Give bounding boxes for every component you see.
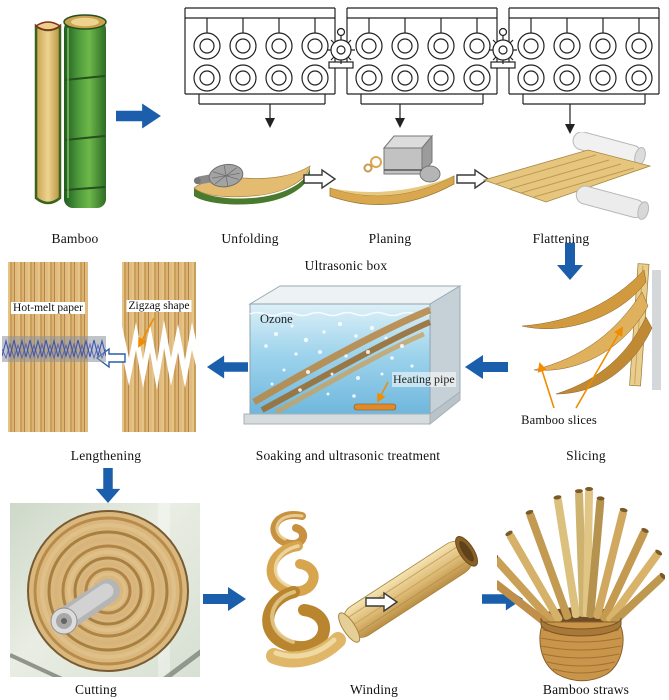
ozone-bubbles xyxy=(264,322,414,398)
flow-arrow-lengthening-to-cutting xyxy=(95,468,121,504)
flattening-illustration xyxy=(482,132,652,220)
stage-label-soaking: Soaking and ultrasonic treatment xyxy=(255,448,441,463)
slice-shadow xyxy=(652,270,661,390)
planer-tool-icon xyxy=(382,134,441,183)
ozone-label: Ozone xyxy=(260,312,293,326)
bamboo-board-surface xyxy=(330,176,454,196)
tank-top-face xyxy=(248,285,462,305)
flow-arrow-cutting-to-winding xyxy=(203,587,246,611)
down-arrowhead-icon xyxy=(395,118,405,128)
straws-bundle xyxy=(497,487,665,628)
annotation-arrow xyxy=(138,317,155,348)
spiral-ribbon xyxy=(262,511,346,668)
annotation-bamboo-slices: Bamboo slices xyxy=(521,413,597,427)
bamboo-slices-illustration xyxy=(521,263,661,409)
bamboo-slice xyxy=(521,269,647,329)
winding-spiral-illustration xyxy=(262,511,346,668)
bamboo-main-culm xyxy=(63,14,107,208)
wood-shaving xyxy=(363,163,373,173)
machine-module xyxy=(346,7,498,95)
bamboo-tube-illustration xyxy=(338,536,479,643)
unfolding-illustration xyxy=(193,163,311,205)
bamboo-split-half xyxy=(34,21,62,205)
planing-illustration xyxy=(329,134,455,206)
gear-icon xyxy=(489,27,517,69)
frame-edge xyxy=(163,649,200,677)
zigzag-shape-panel: Zigzag shape xyxy=(122,262,196,432)
annotation-arrow xyxy=(575,326,623,409)
annotation-arrow xyxy=(537,362,555,409)
bamboo-culm-illustration xyxy=(34,14,107,208)
zigzag-shape-label: Zigzag shape xyxy=(126,300,192,312)
woven-basket xyxy=(539,617,624,682)
stage-label-winding: Winding xyxy=(349,682,399,697)
ultrasonic-box-title: Ultrasonic box xyxy=(304,258,388,273)
wood-shaving xyxy=(370,156,382,168)
flow-arrow-slicing-to-soaking xyxy=(465,355,508,379)
flattened-board xyxy=(482,149,652,203)
stage-label-bamboo: Bamboo xyxy=(51,231,99,246)
zigzag-cut-graphic xyxy=(122,317,196,390)
tube-body xyxy=(338,536,479,643)
bamboo-straws-illustration xyxy=(497,487,665,682)
mandrel-icon xyxy=(50,579,120,635)
flow-arrow-spiral-to-tube xyxy=(365,591,399,613)
flow-arrow-flattening-to-slicing xyxy=(557,243,583,280)
down-arrowhead-icon xyxy=(265,118,275,128)
spiral-rings xyxy=(33,516,183,666)
hot-melt-paper-label: Hot-melt paper xyxy=(11,302,85,314)
down-arrowhead-icon xyxy=(565,124,575,134)
wood-grain-lines xyxy=(495,154,635,198)
bracket-line xyxy=(198,94,326,118)
glue-zigzag-graphic xyxy=(2,338,106,360)
heating-pipe-icon xyxy=(353,403,397,411)
bamboo-strip-underside xyxy=(194,168,310,205)
machine-module xyxy=(184,7,336,95)
stage-label-cutting: Cutting xyxy=(75,682,117,697)
bamboo-slice xyxy=(555,316,653,395)
soaking-bamboo-strips xyxy=(252,306,432,415)
flow-arrow-bamboo-to-machine xyxy=(116,103,161,129)
stage-label-unfolding: Unfolding xyxy=(221,231,279,246)
basket-rim xyxy=(540,617,622,637)
roller-icon xyxy=(193,163,244,188)
hot-melt-paper-panel: Hot-melt paper xyxy=(2,262,106,432)
stage-label-flattening: Flattening xyxy=(532,231,590,246)
flow-arrow-soaking-to-lengthening xyxy=(206,355,248,379)
stage-label-planing: Planing xyxy=(368,231,412,246)
annotation-arrow xyxy=(377,381,389,403)
water-surface xyxy=(249,311,431,317)
hot-melt-glue-band xyxy=(2,336,106,362)
roller-icon xyxy=(575,185,650,220)
flow-arrow-planing-to-flattening xyxy=(456,168,490,190)
zigzag-white-band xyxy=(122,320,196,390)
stage-label-straws: Bamboo straws xyxy=(542,682,630,697)
machine-module xyxy=(508,7,660,95)
heating-pipe-label: Heating pipe xyxy=(392,372,456,387)
tank-base xyxy=(243,413,431,425)
frame-edge xyxy=(10,653,63,677)
gear-icon xyxy=(327,27,355,69)
stage-label-slicing: Slicing xyxy=(566,448,606,463)
bamboo-slice xyxy=(533,291,649,371)
spiral-roll-graphic xyxy=(10,503,200,677)
flow-arrow-unfolding-to-planing xyxy=(303,168,337,190)
stage-label-lengthening: Lengthening xyxy=(70,448,142,463)
ultrasonic-box-illustration xyxy=(243,285,462,426)
splitting-machine-diagram xyxy=(184,7,660,134)
cutting-photo xyxy=(10,503,200,677)
tank-base-side xyxy=(429,391,461,426)
